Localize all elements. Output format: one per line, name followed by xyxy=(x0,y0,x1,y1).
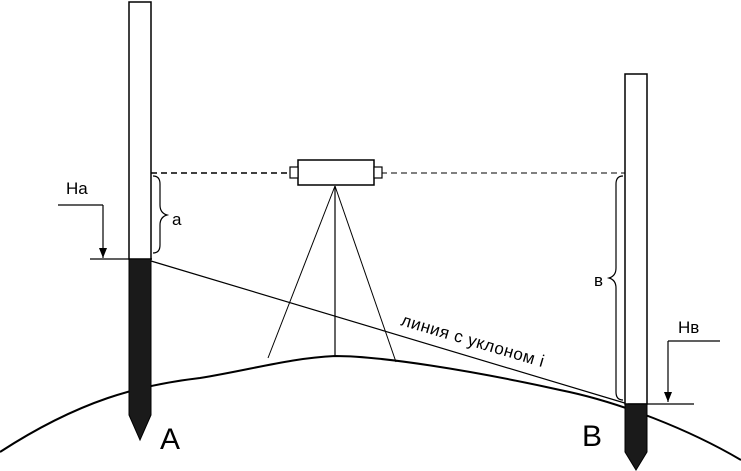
slope-line-label: линия с уклоном i xyxy=(399,311,547,371)
staff-b xyxy=(624,73,648,405)
tripod-leg-left xyxy=(267,185,336,359)
point-b-label: B xyxy=(582,420,602,453)
reading-a-label: а xyxy=(172,210,182,229)
height-b-arrowhead xyxy=(664,392,672,402)
level-eyepiece-right xyxy=(373,166,383,179)
height-a-label: Hа xyxy=(66,179,88,198)
tripod-leg-right xyxy=(334,185,397,363)
reading-b-label: в xyxy=(594,271,603,290)
stake-b xyxy=(624,403,648,471)
point-a-label: A xyxy=(160,423,180,456)
staff-a xyxy=(128,1,152,260)
stake-a xyxy=(128,258,152,442)
slope-line xyxy=(150,260,629,405)
height-b-label: Hв xyxy=(678,318,699,337)
level-instrument xyxy=(297,159,375,186)
reading-brace-a xyxy=(152,175,170,254)
reading-brace-b xyxy=(606,175,624,401)
level-eyepiece-left xyxy=(289,166,299,179)
height-a-arrowhead xyxy=(99,248,107,258)
